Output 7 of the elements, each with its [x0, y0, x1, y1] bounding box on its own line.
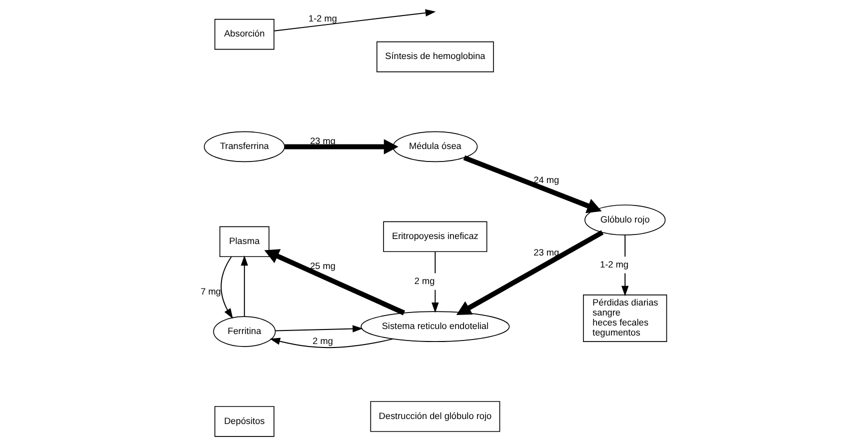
edge-label: 24 mg [533, 175, 559, 186]
edge-label: 25 mg [310, 260, 335, 271]
edge-label: 1-2 mg [308, 14, 337, 24]
edge-label: 2 mg [414, 276, 434, 286]
edge-label: 7 mg [200, 286, 220, 297]
edge-label: 2 mg [312, 336, 332, 346]
edge-label: 1-2 mg [600, 259, 628, 270]
